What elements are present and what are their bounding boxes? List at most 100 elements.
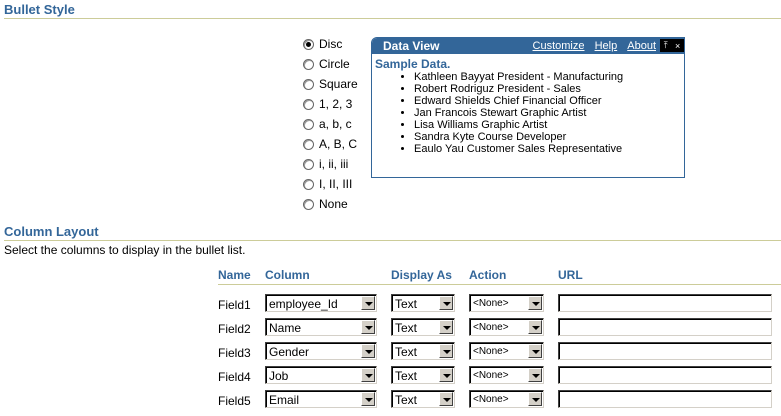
radio-button-icon[interactable] <box>303 178 314 190</box>
dropdown-arrow-icon[interactable] <box>361 320 375 334</box>
select-value: Job <box>269 369 289 383</box>
list-item: Robert Rodriguz President - Sales <box>414 83 684 95</box>
header-display-as: Display As <box>391 268 452 282</box>
select-value: Email <box>269 393 300 407</box>
display-as-select[interactable]: Text <box>391 294 455 312</box>
radio-label: 1, 2, 3 <box>319 97 353 111</box>
radio-disc[interactable]: Disc <box>303 34 358 54</box>
list-item: Sandra Kyte Course Developer <box>414 131 684 143</box>
data-view-portlet: Data View Customize Help About ⤒ × Sampl… <box>371 37 685 178</box>
dropdown-arrow-icon[interactable] <box>439 368 453 382</box>
radio-numeric[interactable]: 1, 2, 3 <box>303 94 358 114</box>
radio-lower-alpha[interactable]: a, b, c <box>303 114 358 134</box>
list-item: Kathleen Bayyat President - Manufacturin… <box>414 71 684 83</box>
dropdown-arrow-icon[interactable] <box>361 296 375 310</box>
help-link[interactable]: Help <box>594 40 618 52</box>
select-value: Text <box>395 393 418 407</box>
display-as-select[interactable]: Text <box>391 366 455 384</box>
column-select[interactable]: Email <box>265 390 377 408</box>
radio-square[interactable]: Square <box>303 74 358 94</box>
dropdown-arrow-icon[interactable] <box>528 320 542 334</box>
radio-button-icon[interactable] <box>303 78 314 90</box>
radio-upper-roman[interactable]: I, II, III <box>303 174 358 194</box>
radio-upper-alpha[interactable]: A, B, C <box>303 134 358 154</box>
bullet-style-radio-group: Disc Circle Square 1, 2, 3 a, b, c A, B,… <box>303 34 358 214</box>
column-layout-instruction: Select the columns to display in the bul… <box>4 243 246 257</box>
field-name: Field2 <box>218 322 251 336</box>
dropdown-arrow-icon[interactable] <box>439 320 453 334</box>
dropdown-arrow-icon[interactable] <box>361 344 375 358</box>
sample-data-heading: Sample Data. <box>375 57 451 71</box>
radio-button-icon[interactable] <box>303 98 314 110</box>
header-column: Column <box>265 268 310 282</box>
radio-button-icon[interactable] <box>303 198 314 210</box>
column-select[interactable]: Job <box>265 366 377 384</box>
dropdown-arrow-icon[interactable] <box>528 368 542 382</box>
radio-button-icon[interactable] <box>303 118 314 130</box>
data-view-title: Data View <box>383 39 440 53</box>
list-item: Eaulo Yau Customer Sales Representative <box>414 143 684 155</box>
radio-label: A, B, C <box>319 137 358 151</box>
header-url: URL <box>558 268 583 282</box>
about-link[interactable]: About <box>627 40 656 52</box>
select-value: Gender <box>269 345 310 359</box>
dropdown-arrow-icon[interactable] <box>528 392 542 406</box>
radio-label: a, b, c <box>319 117 352 131</box>
action-select[interactable]: <None> <box>469 342 544 360</box>
url-input[interactable] <box>558 342 772 360</box>
select-value: Text <box>395 345 418 359</box>
select-value: Name <box>269 321 302 335</box>
select-value: <None> <box>473 394 509 405</box>
column-select[interactable]: employee_Id <box>265 294 377 312</box>
url-input[interactable] <box>558 318 772 336</box>
customize-link[interactable]: Customize <box>532 40 585 52</box>
dropdown-arrow-icon[interactable] <box>361 392 375 406</box>
url-input[interactable] <box>558 366 772 384</box>
column-layout-header: Column Layout <box>4 224 781 241</box>
dropdown-arrow-icon[interactable] <box>528 344 542 358</box>
radio-button-icon[interactable] <box>303 138 314 150</box>
field-name: Field5 <box>218 394 251 408</box>
dropdown-arrow-icon[interactable] <box>528 296 542 310</box>
bullet-style-header: Bullet Style <box>4 2 781 19</box>
column-select[interactable]: Gender <box>265 342 377 360</box>
field-name: Field3 <box>218 346 251 360</box>
sample-bullet-list: Kathleen Bayyat President - Manufacturin… <box>372 71 684 155</box>
radio-label: i, ii, iii <box>319 157 349 171</box>
display-as-select[interactable]: Text <box>391 342 455 360</box>
column-select[interactable]: Name <box>265 318 377 336</box>
radio-label: I, II, III <box>319 177 353 191</box>
dropdown-arrow-icon[interactable] <box>361 368 375 382</box>
dropdown-arrow-icon[interactable] <box>439 296 453 310</box>
select-value: Text <box>395 297 418 311</box>
radio-circle[interactable]: Circle <box>303 54 358 74</box>
collapse-icon[interactable]: ⤒ <box>663 40 668 50</box>
url-input[interactable] <box>558 390 772 408</box>
select-value: Text <box>395 321 418 335</box>
display-as-select[interactable]: Text <box>391 390 455 408</box>
select-value: Text <box>395 369 418 383</box>
data-view-titlebar: Data View Customize Help About ⤒ × <box>372 38 684 54</box>
header-action: Action <box>469 268 507 282</box>
radio-button-icon[interactable] <box>303 158 314 170</box>
close-icon[interactable]: × <box>675 40 681 51</box>
dropdown-arrow-icon[interactable] <box>439 392 453 406</box>
radio-none[interactable]: None <box>303 194 358 214</box>
table-header: Name Column Display As Action URL <box>218 268 781 285</box>
action-select[interactable]: <None> <box>469 294 544 312</box>
radio-button-icon[interactable] <box>303 58 314 70</box>
radio-label: Disc <box>319 37 343 51</box>
select-value: <None> <box>473 322 509 333</box>
radio-lower-roman[interactable]: i, ii, iii <box>303 154 358 174</box>
dropdown-arrow-icon[interactable] <box>439 344 453 358</box>
action-select[interactable]: <None> <box>469 390 544 408</box>
action-select[interactable]: <None> <box>469 366 544 384</box>
action-select[interactable]: <None> <box>469 318 544 336</box>
select-value: <None> <box>473 298 509 309</box>
url-input[interactable] <box>558 294 772 312</box>
field-name: Field1 <box>218 298 251 312</box>
radio-button-icon[interactable] <box>303 38 314 50</box>
display-as-select[interactable]: Text <box>391 318 455 336</box>
radio-label: Circle <box>319 57 350 71</box>
select-value: employee_Id <box>269 297 338 311</box>
